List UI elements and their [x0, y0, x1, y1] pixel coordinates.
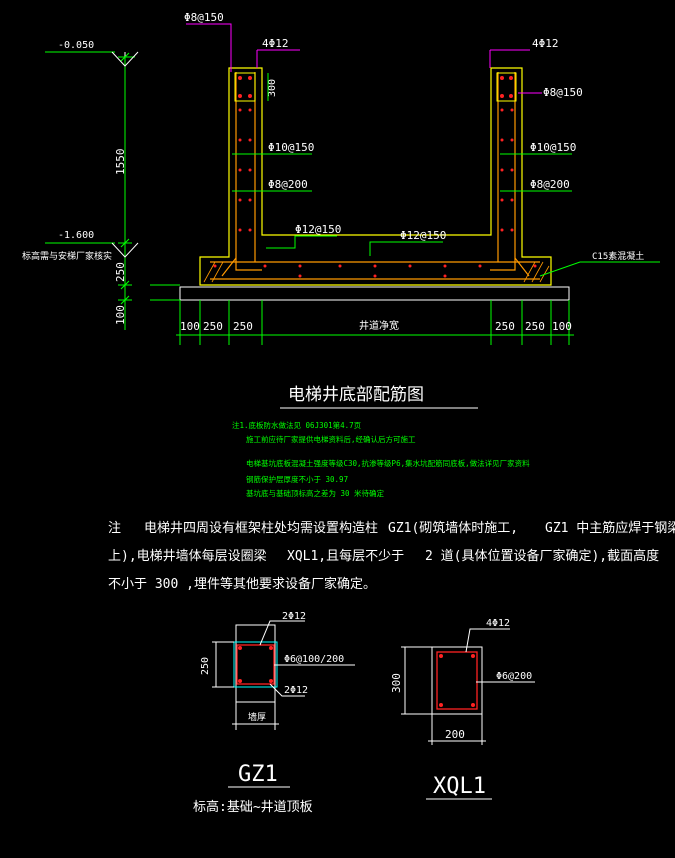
- cap-left: [234, 72, 256, 102]
- dim-h-center: 井道净宽: [359, 319, 399, 332]
- dim-horizontal: [176, 300, 574, 345]
- note-small-5: 基坑底与基础顶标高之差为 30 米待确定: [246, 488, 385, 498]
- note-main-2b: XQL1,且每层不少于: [287, 548, 404, 564]
- gz1-top-bar: 2Φ12: [282, 611, 306, 622]
- elevation-top: -0.050: [58, 40, 94, 51]
- note-main-1a: 电梯井四周设有框架柱处均需设置构造柱: [144, 521, 378, 536]
- cap-bars: [238, 76, 513, 98]
- note-main-prefix: 注: [108, 521, 121, 536]
- xql1-name: XQL1: [433, 774, 486, 799]
- label-wall-v-right: Φ8@200: [530, 178, 570, 191]
- dim-h-right-3: 100: [552, 320, 572, 333]
- dim-ticks-v: [120, 52, 130, 305]
- dim-h-left-2: 250: [203, 320, 223, 333]
- leaders-magenta: [186, 23, 542, 94]
- dim-pit-depth: 1550: [114, 149, 127, 176]
- leaders-green: [232, 153, 660, 277]
- label-wall-v-left: Φ8@200: [268, 178, 308, 191]
- gz1-width: 墙厚: [248, 711, 266, 723]
- cap-right: [496, 72, 517, 102]
- note-main-1c: GZ1 中主筋应焊于钢梁: [545, 520, 675, 536]
- label-stirrup-right: Φ8@150: [543, 86, 583, 99]
- xql1-section: [401, 628, 535, 745]
- gz1-bottom-bar: 2Φ12: [284, 685, 308, 696]
- label-slab-right: Φ12@150: [400, 229, 446, 242]
- pit-outline: [199, 67, 552, 286]
- label-stirrup-top: Φ8@150: [184, 11, 224, 24]
- xql1-top-bar: 4Φ12: [486, 618, 510, 629]
- gz1-height: 250: [200, 657, 211, 675]
- dim-slab: 250: [114, 262, 127, 282]
- label-top-bar-left: 4Φ12: [262, 37, 289, 50]
- label-wall-h-left: Φ10@150: [268, 141, 314, 154]
- gz1-section: [212, 620, 355, 730]
- dim-h-right-2: 250: [525, 320, 545, 333]
- dim-h-right-1: 250: [495, 320, 515, 333]
- diagram-title: 电梯井底部配筋图: [288, 385, 424, 405]
- note-small-2: 施工前应待厂家提供电梯资料后,经确认后方可施工: [246, 434, 416, 444]
- dim-pad: 100: [114, 305, 127, 325]
- dim-h-left-1: 100: [180, 320, 200, 333]
- dim-cap: 300: [267, 79, 278, 97]
- note-main-2a: 上),电梯井墙体每层设圈梁: [108, 548, 267, 564]
- label-top-bar-right: 4Φ12: [532, 37, 559, 50]
- label-wall-h-right: Φ10@150: [530, 141, 576, 154]
- label-concrete: C15素混凝土: [592, 250, 644, 262]
- note-small-3: 电梯基坑底板混凝土强度等级C30,抗渗等级P6,集水坑配筋同底板,做法详见厂家资…: [246, 458, 530, 468]
- note-small-4: 钢筋保护层厚度不小于 30.97: [246, 474, 348, 484]
- note-main-1b: GZ1(砌筑墙体时施工,: [388, 520, 518, 536]
- xql1-width: 200: [445, 728, 465, 741]
- gz1-stirrup: Φ6@100/200: [284, 654, 344, 665]
- note-main-3: 不小于 300 ,埋件等其他要求设备厂家确定。: [108, 576, 376, 592]
- rebar-dots: [213, 108, 537, 278]
- xql1-stirrup: Φ6@200: [496, 671, 532, 682]
- note-main-2c: 2 道(具体位置设备厂家确定),截面高度: [425, 548, 659, 564]
- blinding-pad: [179, 286, 570, 301]
- dim-h-left-3: 250: [233, 320, 253, 333]
- elevation-note: 标高需与安梯厂家核实: [22, 250, 112, 262]
- wall-rebar: [210, 72, 540, 280]
- elevation-triangles: [111, 51, 139, 258]
- gz1-caption: 标高:基础~井道顶板: [193, 799, 313, 815]
- xql1-height: 300: [390, 673, 403, 693]
- label-slab-left: Φ12@150: [295, 223, 341, 236]
- elevation-bottom: -1.600: [58, 230, 94, 241]
- gz1-name: GZ1: [238, 762, 278, 787]
- note-small-1: 注1.底板防水做法见 06J301第4.7页: [232, 420, 362, 430]
